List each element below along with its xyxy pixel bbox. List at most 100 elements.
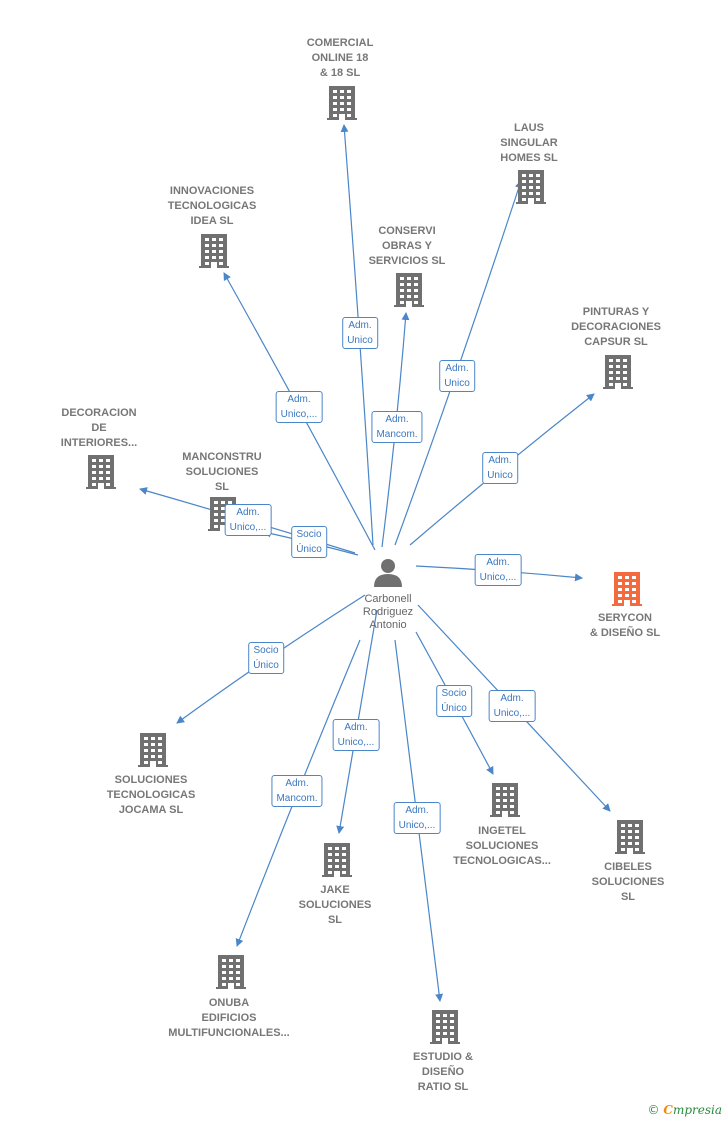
- relation-badge-pinturas[interactable]: Adm. Unico: [482, 452, 518, 484]
- company-name-line: DE: [91, 422, 107, 434]
- building-icon[interactable]: [327, 86, 357, 120]
- person-name-line: Antonio: [369, 619, 407, 631]
- company-label-decoracion[interactable]: DECORACION DE INTERIORES...: [61, 406, 137, 451]
- company-name-line: JAKE: [320, 884, 350, 896]
- relation-text: Adm.: [287, 394, 311, 405]
- building-icon[interactable]: [86, 455, 116, 489]
- company-name-line: SL: [214, 481, 230, 493]
- relation-badge-laus[interactable]: Adm. Unico: [439, 360, 475, 392]
- company-label-ingetel[interactable]: INGETEL SOLUCIONES TECNOLOGICAS...: [453, 824, 551, 869]
- relation-badge-serycon[interactable]: Adm. Unico,...: [474, 554, 522, 586]
- company-name-line: SOLUCIONES: [298, 899, 372, 911]
- building-icon[interactable]: [138, 733, 168, 767]
- relation-text: Unico,...: [479, 572, 517, 583]
- relation-badge-comercial[interactable]: Adm.Unico: [342, 317, 378, 349]
- relation-badge-innovaciones[interactable]: Adm. Unico,...: [275, 391, 323, 423]
- company-name-line: HOMES SL: [500, 152, 558, 164]
- company-name-line: ONLINE 18: [311, 52, 369, 64]
- building-icon[interactable]: [603, 355, 633, 389]
- company-name-line: SL: [327, 914, 343, 926]
- relation-badge-decoracion[interactable]: Adm.Unico,...: [224, 504, 272, 536]
- relation-text: Único: [253, 660, 279, 671]
- company-name-line: INTERIORES...: [60, 437, 138, 449]
- company-name-line: SOLUCIONES: [591, 876, 665, 888]
- company-name-line: LAUS: [514, 122, 544, 134]
- company-name-line: SERYCON: [597, 612, 652, 624]
- relation-text: Unico,...: [493, 708, 531, 719]
- company-name-line: MANCONSTRU: [182, 451, 262, 463]
- relation-text: Unico,...: [398, 820, 436, 831]
- company-name-line: MULTIFUNCIONALES...: [168, 1027, 290, 1039]
- building-icon[interactable]: [430, 1010, 460, 1044]
- building-icon[interactable]: [216, 955, 246, 989]
- company-label-jake[interactable]: JAKE SOLUCIONES SL: [299, 883, 372, 928]
- relation-text: Unico: [444, 378, 470, 389]
- building-icon[interactable]: [394, 273, 424, 307]
- company-name-line: TECNOLOGICAS...: [453, 855, 551, 867]
- person-name-line: Rodriguez: [362, 606, 414, 618]
- company-label-onuba[interactable]: ONUBA EDIFICIOS MULTIFUNCIONALES...: [168, 996, 289, 1041]
- company-label-innovaciones[interactable]: INNOVACIONES TECNOLOGICAS IDEA SL: [168, 184, 257, 229]
- building-icon[interactable]: [516, 170, 546, 204]
- buildings: [86, 86, 645, 1044]
- relation-badge-cibeles[interactable]: Adm.Unico,...: [488, 690, 536, 722]
- company-name-line: DECORACION: [61, 407, 137, 419]
- brand-initial: C: [663, 1103, 673, 1117]
- relation-text: Adm.: [445, 363, 469, 374]
- company-name-line: IDEA SL: [190, 215, 234, 227]
- relation-badge-conservi[interactable]: Adm. Mancom.: [371, 411, 423, 443]
- company-name-line: SERVICIOS SL: [368, 255, 446, 267]
- relation-badge-estudio[interactable]: Adm. Unico,...: [393, 802, 441, 834]
- relation-text: Socio: [441, 688, 467, 699]
- company-name-line: OBRAS Y: [382, 240, 432, 252]
- relation-text: Adm.: [486, 557, 510, 568]
- relation-text: Mancom.: [276, 793, 318, 804]
- relation-badge-jake[interactable]: Adm.Unico,...: [332, 719, 380, 751]
- brand-name: mpresia: [672, 1103, 722, 1117]
- relation-text: Mancom.: [376, 429, 418, 440]
- company-name-line: TECNOLOGICAS: [167, 200, 257, 212]
- relation-text: Adm.: [405, 805, 429, 816]
- empresia-brand[interactable]: © Cmpresia: [648, 1103, 722, 1117]
- company-name-line: & DISEÑO SL: [589, 627, 661, 639]
- company-name-line: INGETEL: [478, 825, 526, 837]
- relation-text: Adm.: [488, 455, 512, 466]
- company-name-line: ESTUDIO &: [413, 1051, 473, 1063]
- company-name-line: SOLUCIONES: [465, 840, 539, 852]
- copyright-icon: ©: [647, 1103, 660, 1117]
- relation-text: Unico,...: [229, 522, 267, 533]
- relation-badge-onuba[interactable]: Adm.Mancom.: [271, 775, 323, 807]
- relation-text: Unico,...: [280, 409, 318, 420]
- relation-text: Único: [441, 703, 467, 714]
- building-icon[interactable]: [615, 820, 645, 854]
- company-name-line: JOCAMA SL: [118, 804, 184, 816]
- person-icon[interactable]: [374, 559, 402, 587]
- company-name-line: ONUBA: [208, 997, 250, 1009]
- company-name-line: CAPSUR SL: [584, 336, 648, 348]
- person-node[interactable]: [374, 559, 402, 587]
- company-name-line: TECNOLOGICAS: [106, 789, 196, 801]
- company-name-line: EDIFICIOS: [201, 1012, 257, 1024]
- company-label-serycon[interactable]: SERYCON & DISEÑO SL: [590, 611, 660, 641]
- relation-text: Unico: [487, 470, 513, 481]
- company-name-line: INNOVACIONES: [169, 185, 255, 197]
- building-icon[interactable]: [322, 843, 352, 877]
- building-icon[interactable]: [199, 234, 229, 268]
- building-icon[interactable]: [490, 783, 520, 817]
- person-name-line: Carbonell: [364, 593, 412, 605]
- building-icon[interactable]: [612, 572, 642, 606]
- relation-text: Adm.: [385, 414, 409, 425]
